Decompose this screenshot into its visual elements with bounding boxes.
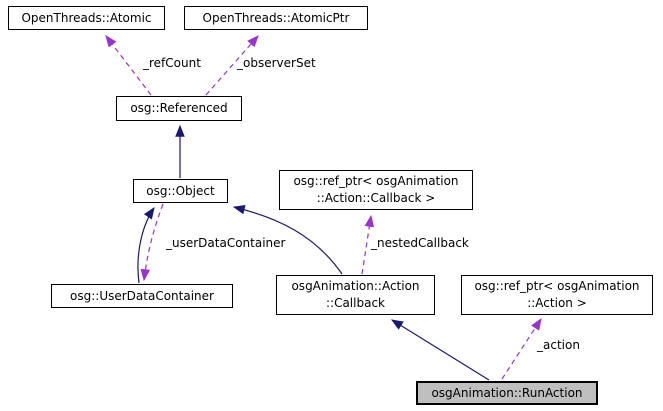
node-label: osg::Referenced: [130, 101, 228, 115]
usage-edge-nestedcallback: [361, 214, 375, 275]
edge-label-action: _action: [537, 338, 580, 352]
node-label-line2: ::Callback: [325, 296, 385, 310]
node-label: osg::UserDataContainer: [70, 288, 214, 303]
node-label: osgAnimation::RunAction: [431, 385, 583, 400]
node-openthreads-atomic[interactable]: OpenThreads::Atomic: [8, 6, 165, 30]
node-label: osg::Object: [146, 183, 215, 198]
edge-label-nestedcallback: _nestedCallback: [371, 236, 469, 250]
node-osganimation-runaction: osgAnimation::RunAction: [416, 381, 598, 405]
node-label: OpenThreads::Atomic: [21, 10, 152, 25]
node-label-line1: osgAnimation::Action: [291, 279, 420, 293]
edge-label-userdatacontainer: _userDataContainer: [166, 236, 286, 250]
node-refptr-action[interactable]: osg::ref_ptr< osgAnimation ::Action >: [461, 275, 653, 315]
node-refptr-action-callback[interactable]: osg::ref_ptr< osgAnimation ::Action::Cal…: [279, 170, 473, 210]
node-label-line2: ::Action >: [527, 296, 587, 310]
usage-edge-action: [501, 317, 542, 380]
inheritance-edge-runaction-callback: [390, 319, 490, 381]
edge-label-refcount: _refCount: [143, 56, 201, 70]
edge-label-observerset: _observerSet: [237, 56, 316, 70]
node-label-line1: osg::ref_ptr< osgAnimation: [474, 279, 640, 293]
node-osg-object[interactable]: osg::Object: [133, 179, 228, 203]
node-label: OpenThreads::AtomicPtr: [202, 10, 350, 25]
node-osg-referenced[interactable]: osg::Referenced: [116, 96, 242, 121]
node-label-line1: osg::ref_ptr< osgAnimation: [293, 174, 459, 188]
node-osg-userdatacontainer[interactable]: osg::UserDataContainer: [51, 284, 233, 308]
node-label-line2: ::Action::Callback >: [316, 191, 436, 205]
node-openthreads-atomicptr[interactable]: OpenThreads::AtomicPtr: [184, 6, 368, 30]
usage-edge-userdatacontainer: [140, 203, 164, 282]
node-osganimation-action-callback[interactable]: osgAnimation::Action ::Callback: [276, 275, 435, 315]
inheritance-edge-udc-object: [137, 207, 155, 284]
